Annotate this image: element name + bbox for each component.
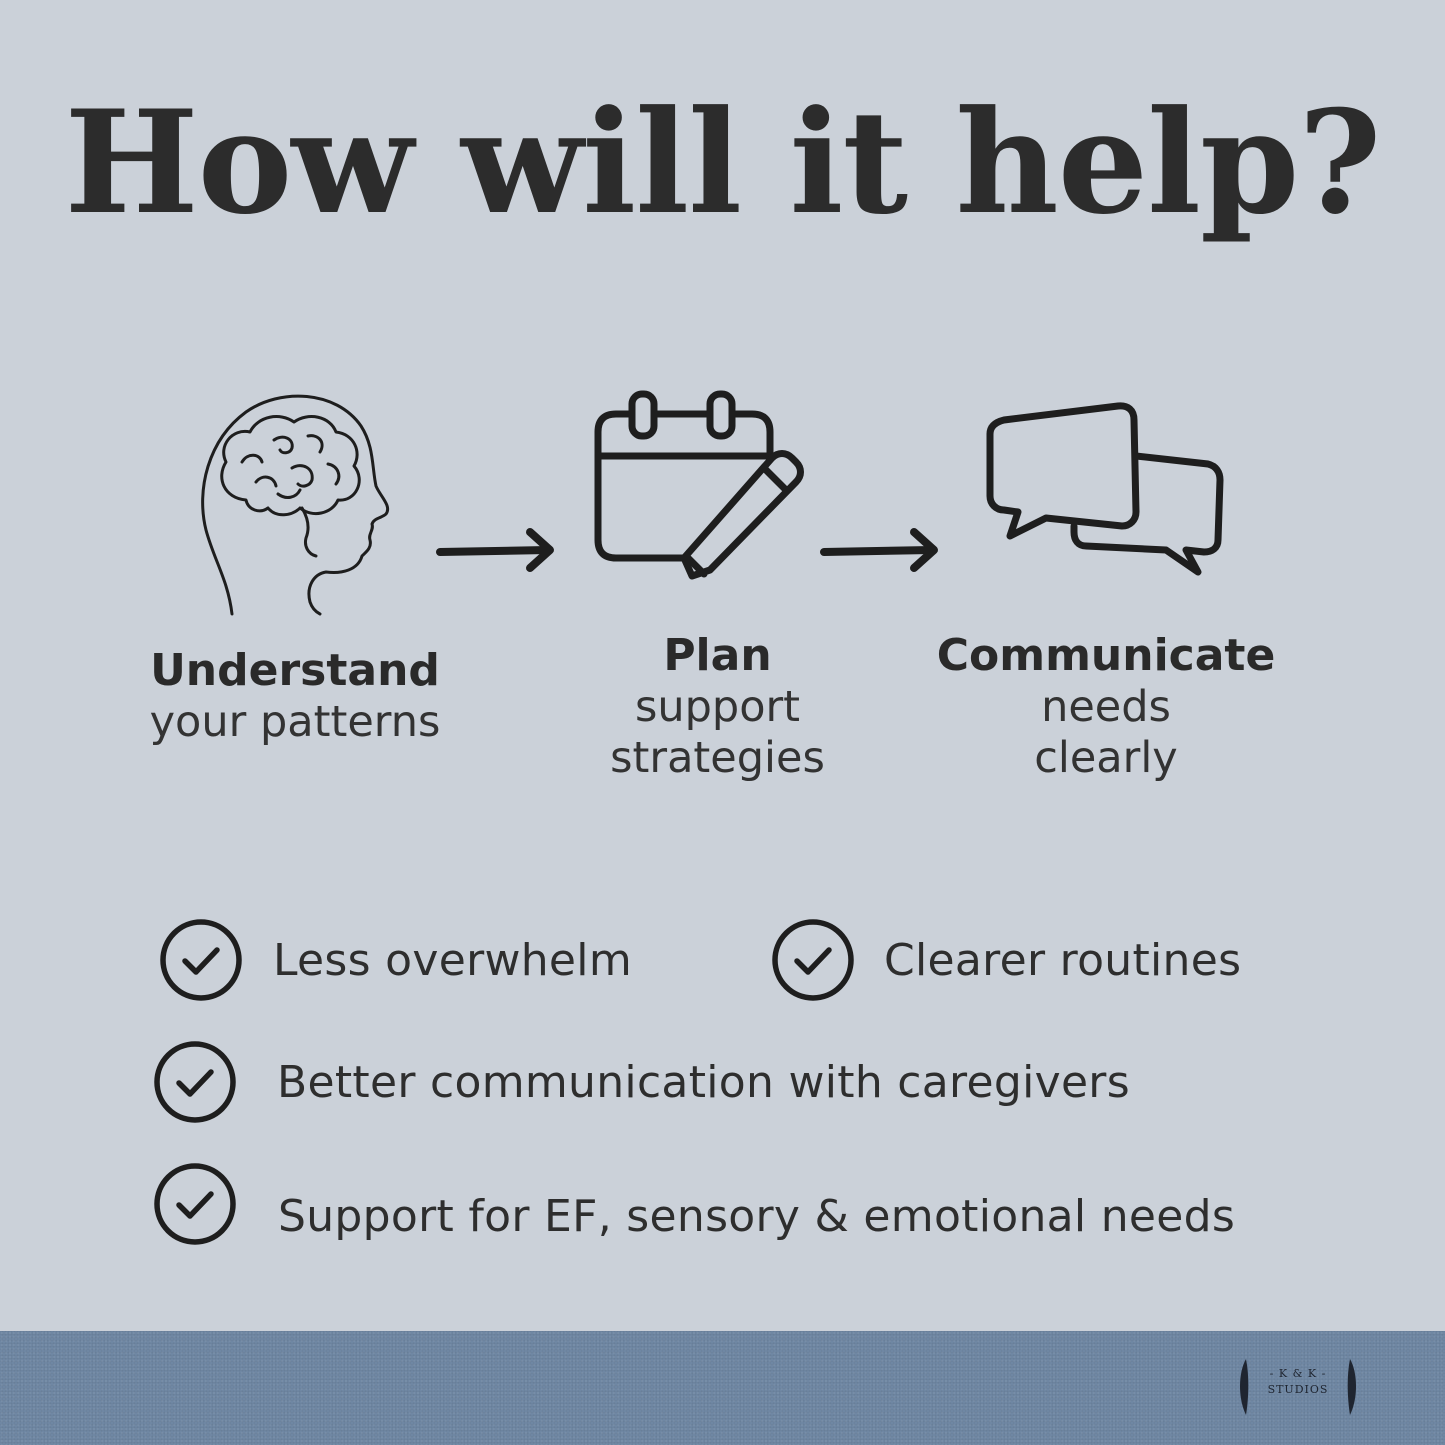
benefit-item: Support for EF, sensory & emotional need… — [153, 1162, 1235, 1246]
logo-line2: STUDIOS — [1267, 1383, 1329, 1396]
benefit-item: Clearer routines — [771, 918, 1241, 1002]
arrow-right-icon — [820, 526, 944, 574]
page-title: How will it help? — [64, 80, 1381, 246]
step-subtitle: your patterns — [149, 696, 441, 747]
footer-band — [0, 1331, 1445, 1445]
benefit-text: Better communication with caregivers — [277, 1056, 1130, 1108]
check-circle-icon — [772, 919, 854, 1001]
step-subtitle: clearly — [1034, 732, 1178, 783]
speech-bubbles-icon — [986, 400, 1226, 580]
step-subtitle: needs — [1041, 681, 1171, 732]
benefit-item: Better communication with caregivers — [153, 1040, 1130, 1124]
check-circle-icon — [154, 1163, 236, 1245]
arrow-right-icon — [436, 526, 560, 574]
step-title: Communicate — [936, 630, 1276, 681]
benefit-text: Support for EF, sensory & emotional need… — [278, 1190, 1236, 1242]
step-subtitle: strategies — [610, 732, 825, 783]
benefit-text: Less overwhelm — [273, 934, 632, 986]
check-circle-icon — [154, 1041, 236, 1123]
step-understand: Understand your patterns — [120, 645, 470, 748]
step-plan: Plan support strategies — [545, 630, 890, 783]
studio-logo: - K & K - STUDIOS — [1236, 1353, 1360, 1423]
brain-head-icon — [196, 390, 396, 620]
calendar-pencil-icon — [592, 390, 807, 585]
benefit-item: Less overwhelm — [159, 918, 632, 1002]
step-title: Plan — [663, 630, 772, 681]
step-title: Understand — [150, 645, 440, 696]
benefit-text: Clearer routines — [884, 934, 1242, 986]
check-circle-icon — [160, 919, 242, 1001]
logo-line1: - K & K - — [1269, 1367, 1327, 1380]
step-communicate: Communicate needs clearly — [920, 630, 1292, 783]
step-subtitle: support — [634, 681, 801, 732]
